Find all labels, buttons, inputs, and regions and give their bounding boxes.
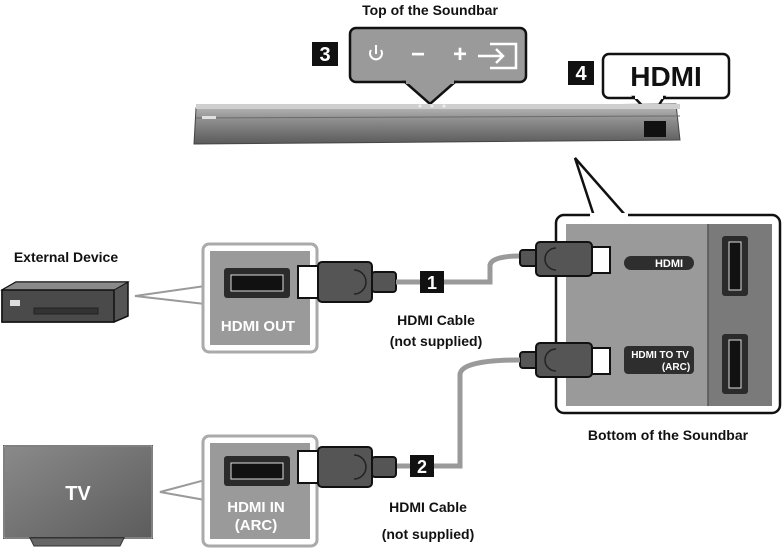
source-input-icon	[478, 42, 518, 70]
soundbar-hdmi-port	[644, 121, 666, 137]
cable-2-label: HDMI Cable	[389, 499, 467, 515]
hdmi-out-label: HDMI OUT	[221, 318, 295, 335]
cable-2-plug-right	[519, 342, 611, 378]
tv-pointer	[159, 478, 206, 502]
svg-text:HDMI: HDMI	[630, 61, 702, 92]
cable-2-wire	[396, 357, 521, 469]
hdmi-in-arc-port-box: HDMI IN (ARC)	[201, 434, 319, 548]
cable-1-label: HDMI Cable	[397, 312, 475, 328]
external-device-label: External Device	[14, 249, 118, 265]
hdmi-in-label: HDMI IN	[227, 499, 285, 516]
tv-label: TV	[65, 483, 91, 505]
top-of-soundbar-caption: Top of the Soundbar	[362, 2, 498, 18]
svg-text:3: 3	[319, 44, 330, 66]
power-icon	[369, 45, 383, 61]
volume-minus-icon: −	[411, 41, 425, 68]
cable-1-plug-right	[519, 241, 611, 277]
step-4-badge: 4	[568, 61, 594, 85]
cable-2-plug-left	[297, 446, 397, 488]
hdmi-out-port-box: HDMI OUT	[201, 242, 319, 354]
top-buttons-callout: − +	[348, 26, 528, 106]
step-3-badge: 3	[312, 42, 338, 66]
hdmi-in-arc-label: (ARC)	[235, 517, 278, 534]
step-1-badge: 1	[420, 271, 444, 293]
bottom-of-soundbar-caption: Bottom of the Soundbar	[588, 427, 749, 443]
soundbar-hdmi-label: HDMI	[655, 258, 683, 270]
cable-1-wire	[396, 253, 521, 285]
cable-1-plug-left	[297, 261, 397, 303]
step-2-badge: 2	[410, 455, 434, 477]
soundbar	[193, 103, 681, 145]
svg-text:2: 2	[417, 457, 427, 477]
soundbar-hdmi-to-tv-label: HDMI TO TV	[631, 350, 689, 361]
soundbar-hdmi-to-tv-socket	[722, 334, 748, 394]
volume-plus-icon: +	[453, 41, 467, 68]
soundbar-arc-label: (ARC)	[662, 362, 690, 373]
svg-text:1: 1	[427, 273, 437, 293]
soundbar-hdmi-socket	[722, 236, 748, 296]
cable-1-note: (not supplied)	[390, 333, 483, 349]
hdmi-callout: HDMI	[601, 52, 731, 119]
external-device	[0, 281, 130, 323]
svg-text:4: 4	[575, 63, 587, 85]
external-device-pointer	[134, 284, 206, 306]
cable-2-note: (not supplied)	[382, 526, 475, 542]
tv: TV	[3, 445, 153, 547]
